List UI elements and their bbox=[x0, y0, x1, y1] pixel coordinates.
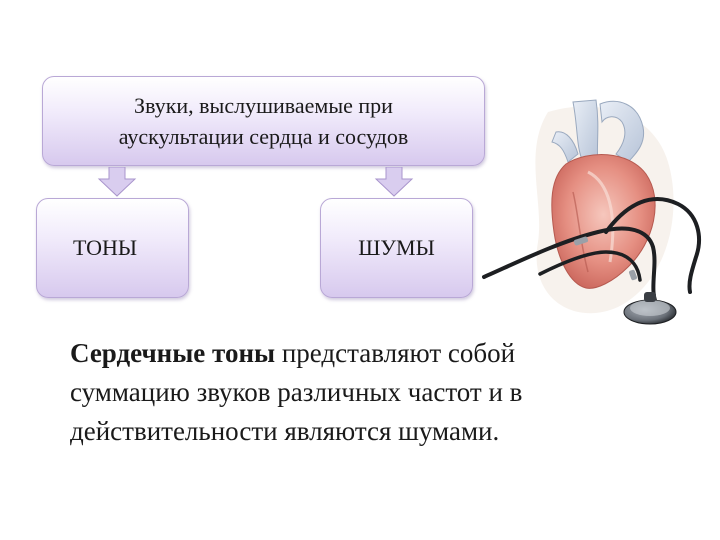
paragraph-line-2: суммацию звуков различных частот и в bbox=[70, 377, 523, 407]
tones-box: ТОНЫ bbox=[36, 198, 189, 298]
murmurs-box: ШУМЫ bbox=[320, 198, 473, 298]
down-arrow-right-icon bbox=[374, 167, 414, 197]
paragraph-line-1: Сердечные тоны представляют собой bbox=[70, 334, 630, 373]
paragraph-bold-term: Сердечные тоны bbox=[70, 338, 276, 368]
sounds-heading-box: Звуки, выслушиваемые при аускультации се… bbox=[42, 76, 485, 166]
murmurs-label: ШУМЫ bbox=[358, 235, 435, 260]
tones-label: ТОНЫ bbox=[73, 235, 138, 260]
paragraph-line-3: действительности являются шумами. bbox=[70, 416, 500, 446]
heart-stethoscope-icon bbox=[482, 99, 701, 325]
sounds-heading-line-2: аускультации сердца и сосудов bbox=[118, 124, 409, 149]
description-paragraph: Сердечные тоны представляют собой суммац… bbox=[70, 334, 630, 451]
down-arrow-left-icon bbox=[97, 167, 137, 197]
paragraph-line-1-rest: представляют собой bbox=[275, 338, 516, 368]
sounds-heading-line-1: Звуки, выслушиваемые при bbox=[134, 93, 393, 118]
